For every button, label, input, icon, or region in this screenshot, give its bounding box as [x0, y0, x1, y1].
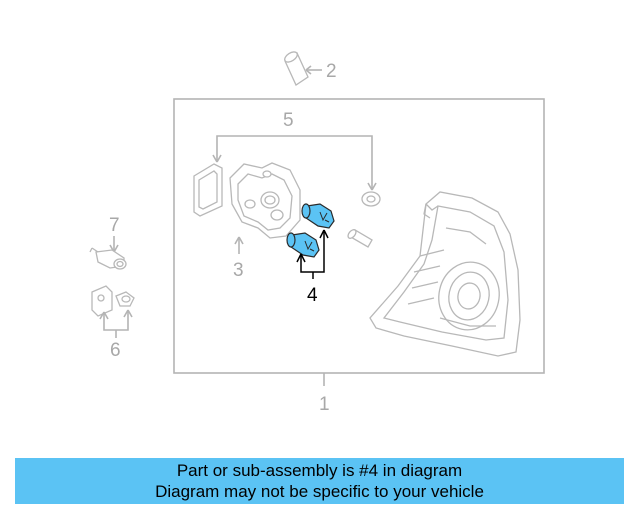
callout-6: 6: [110, 340, 121, 361]
part-4-bulb-upper[interactable]: [301, 203, 335, 229]
banner-line-disclaimer: Diagram may not be specific to your vehi…: [155, 482, 484, 501]
part-4-bulb-lower[interactable]: [286, 232, 320, 258]
callout-3: 3: [233, 260, 244, 281]
part-3-housing-drawing[interactable]: [229, 162, 301, 239]
callout-5-bracket: [216, 135, 373, 190]
info-banner: Part or sub-assembly is #4 in diagram Di…: [15, 458, 624, 504]
part-4-bulbs-highlighted[interactable]: [286, 203, 335, 258]
wedge-bulb-drawing: [347, 229, 373, 248]
tail-light-lens-drawing: [369, 191, 521, 357]
grommet-drawing: [361, 191, 381, 207]
part-6-drawing[interactable]: [91, 285, 135, 317]
callout-5: 5: [283, 110, 294, 131]
assembly-frame: [173, 98, 545, 374]
callout-6-bracket: [99, 309, 133, 338]
callout-2: 2: [326, 61, 337, 82]
callout-1: 1: [319, 394, 330, 415]
banner-line-part: Part or sub-assembly is #4 in diagram: [176, 461, 463, 480]
gasket-drawing: [193, 163, 223, 217]
callout-4: 4: [307, 285, 318, 306]
part-2-drawing[interactable]: [283, 50, 322, 86]
part-7-socket-drawing[interactable]: [89, 247, 127, 270]
callout-4-bracket: [296, 229, 329, 279]
callout-7: 7: [109, 215, 120, 236]
